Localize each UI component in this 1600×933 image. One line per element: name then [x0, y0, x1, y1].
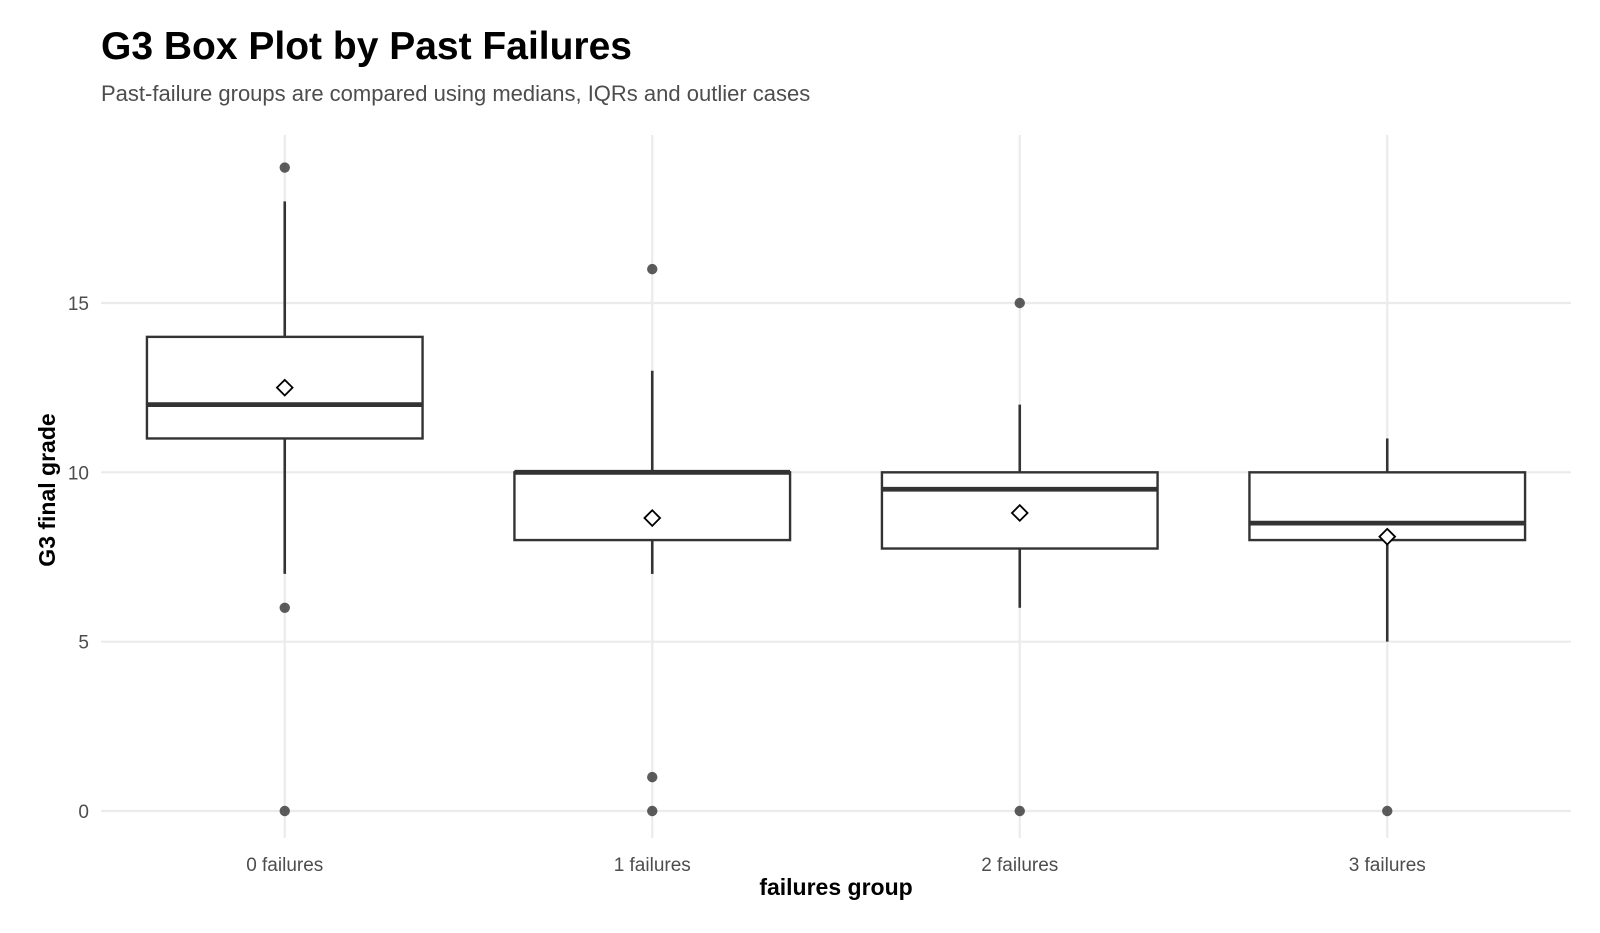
chart-title: G3 Box Plot by Past Failures: [101, 25, 632, 68]
x-tick-label: 2 failures: [981, 855, 1058, 876]
outlier-point: [647, 805, 658, 817]
mean-marker: [643, 508, 662, 528]
outlier-point: [1014, 297, 1025, 309]
mean-marker: [1378, 527, 1397, 546]
mean-marker: [275, 378, 294, 397]
box-group: [513, 263, 792, 817]
box-group: [145, 162, 424, 817]
y-tick-label: 15: [68, 294, 89, 315]
outlier-point: [279, 602, 290, 613]
mean-marker: [1010, 503, 1029, 523]
x-axis-title: failures group: [759, 874, 912, 900]
outlier-point: [647, 263, 658, 275]
box-layer: [145, 162, 1527, 817]
y-tick-label: 5: [78, 633, 89, 654]
box-group: [880, 297, 1159, 817]
iqr-box: [513, 471, 792, 542]
outlier-point: [1382, 805, 1393, 817]
x-tick-label: 0 failures: [246, 855, 323, 876]
y-tick-label: 10: [68, 463, 89, 484]
y-tick-label: 0: [78, 802, 89, 823]
outlier-point: [279, 805, 290, 817]
box-group: [1248, 438, 1527, 817]
tick-layer: 0 5 10 15 0 failures 1 failures 2 failures 3 fa…: [68, 294, 1426, 876]
outlier-point: [1014, 805, 1025, 817]
outlier-point: [279, 162, 290, 173]
x-tick-label: 3 failures: [1349, 855, 1426, 876]
x-tick-label: 1 failures: [614, 855, 691, 876]
y-axis-title: G3 final grade: [34, 413, 60, 566]
chart-subtitle: Past-failure groups are compared using m…: [101, 81, 811, 106]
outlier-point: [647, 771, 658, 783]
